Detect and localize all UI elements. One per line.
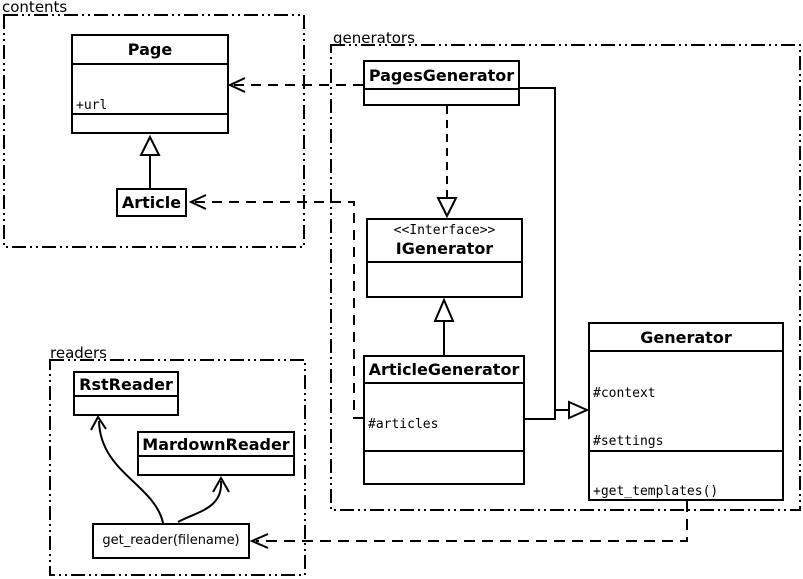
- generalization-articlegenerator-to-igenerator: [433, 297, 455, 355]
- class-rstreader-title: RstReader: [79, 374, 173, 394]
- package-contents-border: [3, 14, 305, 248]
- call-get-reader-to-mardownreader: [177, 475, 230, 523]
- class-article-title: Article: [121, 193, 182, 212]
- class-mardownreader-title: MardownReader: [142, 434, 290, 454]
- class-articlegenerator-title: ArticleGenerator: [368, 360, 520, 379]
- class-igenerator-stereotype: <<Interface>>: [393, 223, 496, 238]
- class-generator-attribute: #context: [593, 385, 656, 401]
- dependency-generator-to-get-reader: [249, 501, 688, 549]
- class-article: Article: [116, 188, 187, 217]
- package-label-generators: generators: [333, 29, 415, 47]
- dependency-articlegenerator-to-article: [188, 194, 363, 419]
- class-mardownreader: MardownReader +read(): [137, 431, 295, 476]
- class-pagesgenerator: PagesGenerator #pages: [363, 60, 520, 106]
- function-get-reader-label: get_reader(filename): [102, 533, 240, 548]
- realization-pagesgenerator-to-igenerator: [436, 106, 458, 219]
- dependency-pagesgenerator-to-page: [227, 77, 363, 93]
- class-articlegenerator: ArticleGenerator #articles #dates #tags …: [363, 355, 525, 485]
- generalization-generators-to-generator: [520, 87, 590, 420]
- class-generator: Generator #context #settings #path #them…: [588, 322, 784, 501]
- class-articlegenerator-attribute: #articles: [368, 417, 439, 432]
- function-get-reader: get_reader(filename): [92, 523, 250, 559]
- class-generator-title: Generator: [640, 327, 732, 347]
- call-get-reader-to-rstreader: [90, 415, 164, 524]
- class-page-attribute: +url: [76, 98, 108, 113]
- package-label-readers: readers: [50, 344, 107, 362]
- class-igenerator: <<Interface>> IGenerator +generate_conte…: [366, 218, 523, 298]
- package-label-contents: contents: [2, 0, 68, 16]
- class-page: Page +url +slug +summary +check_properti…: [71, 34, 229, 134]
- class-generator-attribute: #settings: [593, 434, 664, 450]
- package-generators-border: [330, 44, 801, 511]
- class-generator-method: +get_templates(): [593, 484, 719, 499]
- class-page-title: Page: [127, 40, 173, 59]
- generalization-article-to-page: [139, 134, 161, 188]
- package-readers-border: [49, 359, 306, 576]
- class-igenerator-title: IGenerator: [395, 239, 494, 258]
- class-pagesgenerator-title: PagesGenerator: [368, 65, 515, 85]
- class-rstreader: RstReader +read(): [73, 371, 179, 416]
